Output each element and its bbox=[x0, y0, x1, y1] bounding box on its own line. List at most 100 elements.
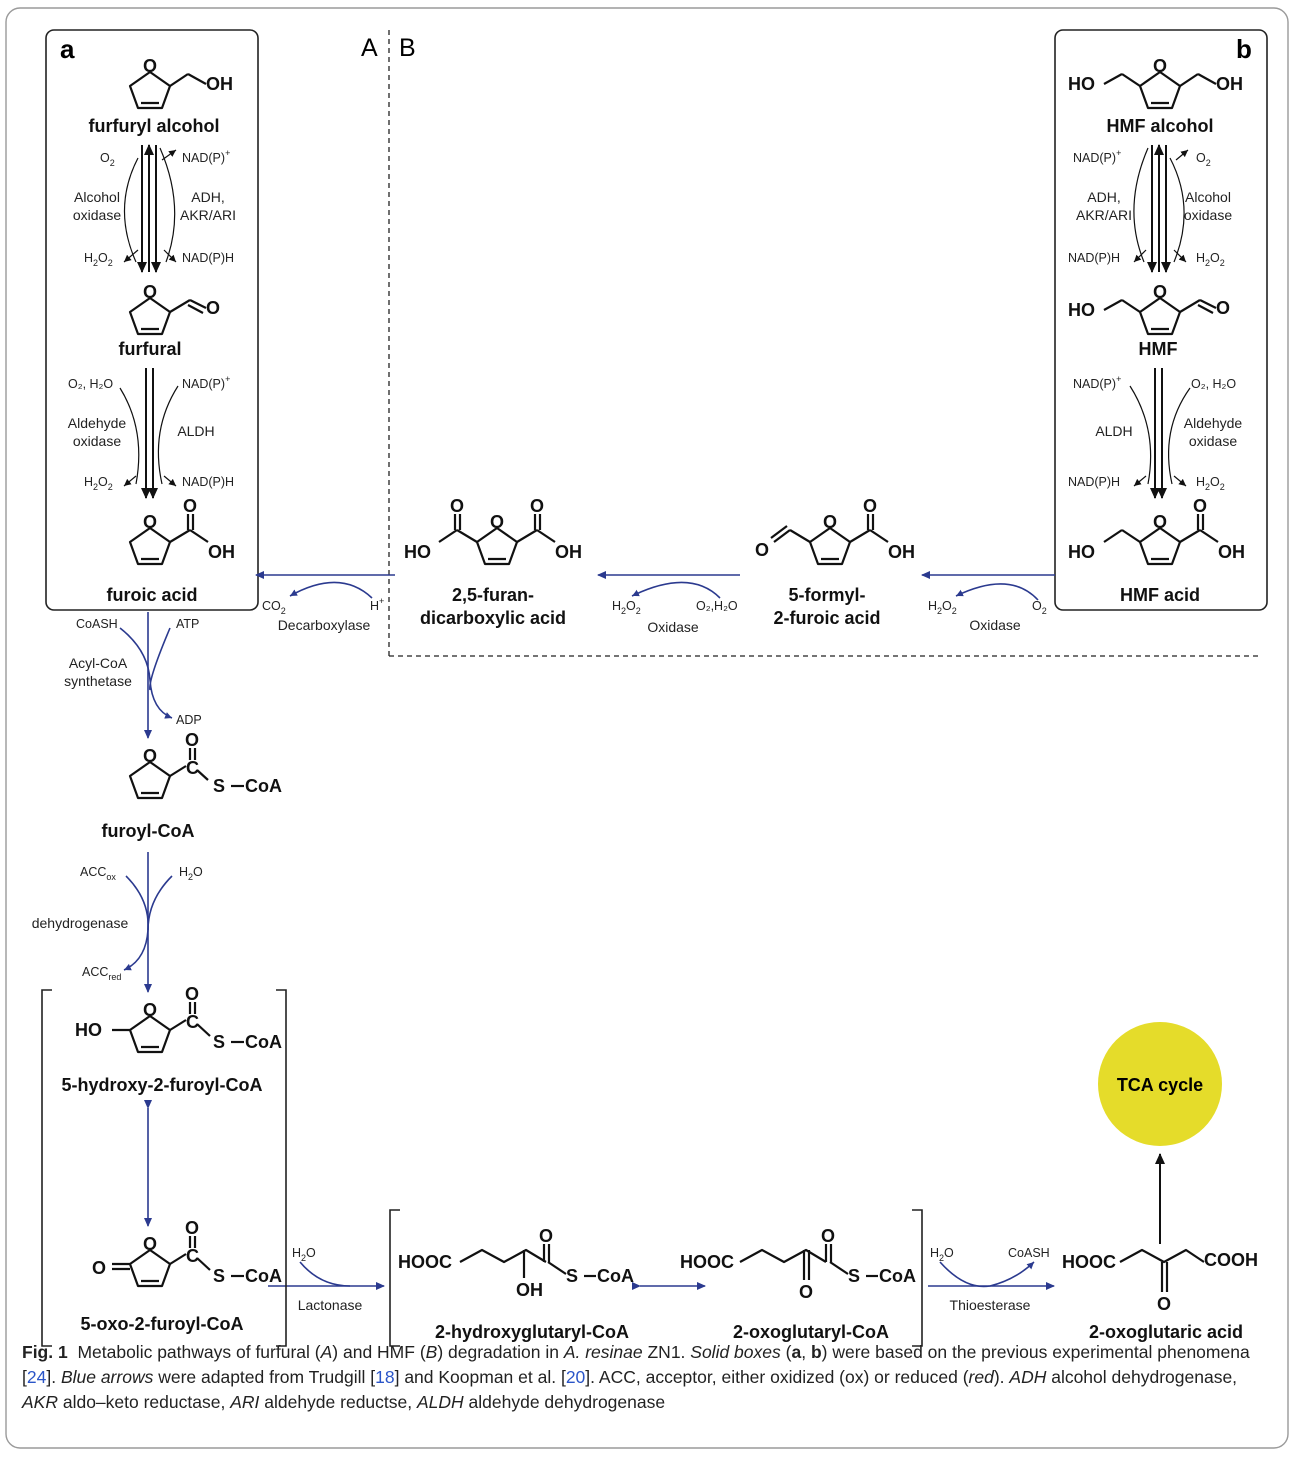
cofactor-h2o: H2O bbox=[179, 865, 203, 882]
h2o2-out-arrow bbox=[123, 475, 137, 487]
enzyme-acyl-coa-2: synthetase bbox=[64, 673, 132, 689]
enzyme-acyl-coa-1: Acyl-CoA bbox=[69, 655, 128, 671]
cofactor-h2o2-sub2: 2 bbox=[1220, 258, 1225, 268]
curve-aldehyde-oxidase bbox=[1167, 387, 1191, 485]
enzyme-adh-2: AKR/ARI bbox=[1076, 207, 1132, 223]
cofactor-coash: CoASH bbox=[76, 617, 118, 631]
cofactor-h2o-h: H bbox=[930, 1246, 939, 1260]
cofactor-h2o2-sub1: 2 bbox=[621, 606, 626, 616]
atom-oh: OH bbox=[1216, 74, 1243, 94]
atom-o: O bbox=[823, 512, 837, 532]
atom-o: O bbox=[183, 496, 197, 516]
compound-fdca-line2: dicarboxylic acid bbox=[420, 608, 566, 628]
atom-s: S bbox=[213, 1032, 225, 1052]
c-oh-bond bbox=[1199, 529, 1219, 543]
caption-text: ] and Koopman et al. [ bbox=[394, 1367, 566, 1387]
atom-ho: HO bbox=[1068, 300, 1095, 320]
atom-o: O bbox=[1153, 512, 1167, 532]
enzyme-oxidase: Oxidase bbox=[647, 619, 699, 635]
caption-text: ) and HMF ( bbox=[332, 1342, 426, 1362]
nadph-out-arrow bbox=[163, 475, 177, 487]
h2o2-out-arrow bbox=[1173, 249, 1187, 263]
cofactor-o2: O2 bbox=[100, 151, 115, 168]
enzyme-adh-2: AKR/ARI bbox=[180, 207, 236, 223]
cofactor-nadp-sup: + bbox=[1116, 148, 1121, 158]
cofactor-h-base: H bbox=[370, 599, 379, 613]
oh-bond bbox=[1103, 529, 1123, 543]
curve-adh bbox=[159, 147, 176, 263]
cofactor-h2o2-o: O bbox=[98, 475, 108, 489]
ch2-bond-right bbox=[1179, 73, 1199, 87]
compound-hydroxy-furoyl-coa: 5-hydroxy-2-furoyl-CoA bbox=[61, 1075, 262, 1095]
cofactor-h2o2-sub1: 2 bbox=[93, 482, 98, 492]
atom-oh: OH bbox=[888, 542, 915, 562]
atom-hooc: HOOC bbox=[1062, 1252, 1116, 1272]
cofactor-coash: CoASH bbox=[1008, 1246, 1050, 1260]
atom-coa: CoA bbox=[879, 1266, 916, 1286]
h2o2-out-arrow bbox=[1173, 475, 1187, 487]
atom-o: O bbox=[143, 1234, 157, 1254]
cofactor-o2-sub: 2 bbox=[1042, 606, 1047, 616]
cofactor-h2o2-h: H bbox=[612, 599, 621, 613]
citation-link[interactable]: 24 bbox=[26, 1367, 47, 1387]
atom-o: O bbox=[143, 1000, 157, 1020]
compound-fdca-line1: 2,5-furan- bbox=[452, 585, 534, 605]
c-s-bond bbox=[829, 1261, 849, 1275]
atom-coa: CoA bbox=[245, 776, 282, 796]
curve-coash-adp bbox=[119, 627, 173, 719]
compound-furoyl-coa: furoyl-CoA bbox=[102, 821, 195, 841]
compound-oxo-furoyl-coa: 5-oxo-2-furoyl-CoA bbox=[81, 1314, 244, 1334]
cofactor-h2o2: H2O2 bbox=[1196, 475, 1225, 492]
atom-o: O bbox=[863, 496, 877, 516]
cofactor-acc-ox-sub: ox bbox=[106, 872, 116, 882]
curve-aldh bbox=[157, 385, 179, 485]
c-oh-bond bbox=[869, 529, 889, 543]
curve-aldehyde-oxidase bbox=[119, 387, 140, 485]
atom-o: O bbox=[539, 1226, 553, 1246]
caption-text: aldo–keto reductase, bbox=[57, 1392, 231, 1412]
compound-oxoglutaric-acid: 2-oxoglutaric acid bbox=[1089, 1322, 1243, 1342]
cofactor-o2: O2 bbox=[1032, 599, 1047, 616]
cofactor-h2o2-sub1: 2 bbox=[1205, 258, 1210, 268]
atom-ho: HO bbox=[404, 542, 431, 562]
atom-o: O bbox=[185, 730, 199, 750]
panel-label-b: b bbox=[1236, 34, 1252, 64]
atom-o: O bbox=[755, 540, 769, 560]
caption-text: alcohol dehydrogenase, bbox=[1046, 1367, 1238, 1387]
enzyme-oxidase: Oxidase bbox=[969, 617, 1021, 633]
ch2-bond-left bbox=[1121, 73, 1141, 87]
hmf-alcohol-ring bbox=[1138, 70, 1182, 110]
atom-o: O bbox=[1193, 496, 1207, 516]
cofactor-h2o2-h: H bbox=[928, 599, 937, 613]
caption-text: red bbox=[968, 1367, 994, 1387]
enzyme-aldehyde-oxidase-1: Aldehyde bbox=[68, 415, 127, 431]
cofactor-nadph: NAD(P)H bbox=[1068, 251, 1120, 265]
cofactor-o2-h2o: O₂,H₂O bbox=[696, 599, 738, 613]
bracket-right-1 bbox=[276, 989, 287, 1347]
cofactor-o2-base: O bbox=[1196, 151, 1206, 165]
cofactor-h2o-h: H bbox=[179, 865, 188, 879]
atom-s: S bbox=[848, 1266, 860, 1286]
enzyme-aldh: ALDH bbox=[1095, 423, 1132, 439]
cofactor-nadp-base: NAD(P) bbox=[182, 151, 225, 165]
ch2-bond bbox=[1121, 529, 1141, 543]
cofactor-h2o2-sub2: 2 bbox=[952, 606, 957, 616]
atom-o: O bbox=[799, 1282, 813, 1302]
oh-bond-left bbox=[1103, 73, 1123, 85]
co-double-bond bbox=[770, 525, 788, 539]
bracket-left-1 bbox=[41, 989, 52, 1347]
panel-label-a: a bbox=[60, 34, 75, 64]
cooh-bond-left bbox=[456, 529, 478, 543]
caption-text: aldehyde reductse, bbox=[259, 1392, 417, 1412]
caption-text: ) degradation in bbox=[437, 1342, 564, 1362]
citation-link[interactable]: 18 bbox=[375, 1367, 395, 1387]
nadph-out-arrow bbox=[1133, 249, 1147, 263]
citation-link[interactable]: 20 bbox=[565, 1367, 586, 1387]
cofactor-o2-base: O bbox=[1032, 599, 1042, 613]
cofactor-acc-red-sub: red bbox=[108, 972, 121, 982]
atom-coa: CoA bbox=[245, 1032, 282, 1052]
cofactor-co2-sub: 2 bbox=[281, 606, 286, 616]
cofactor-h2o-sub: 2 bbox=[188, 872, 193, 882]
cofactor-h2o2: H2O2 bbox=[1196, 251, 1225, 268]
enzyme-aldh: ALDH bbox=[177, 423, 214, 439]
